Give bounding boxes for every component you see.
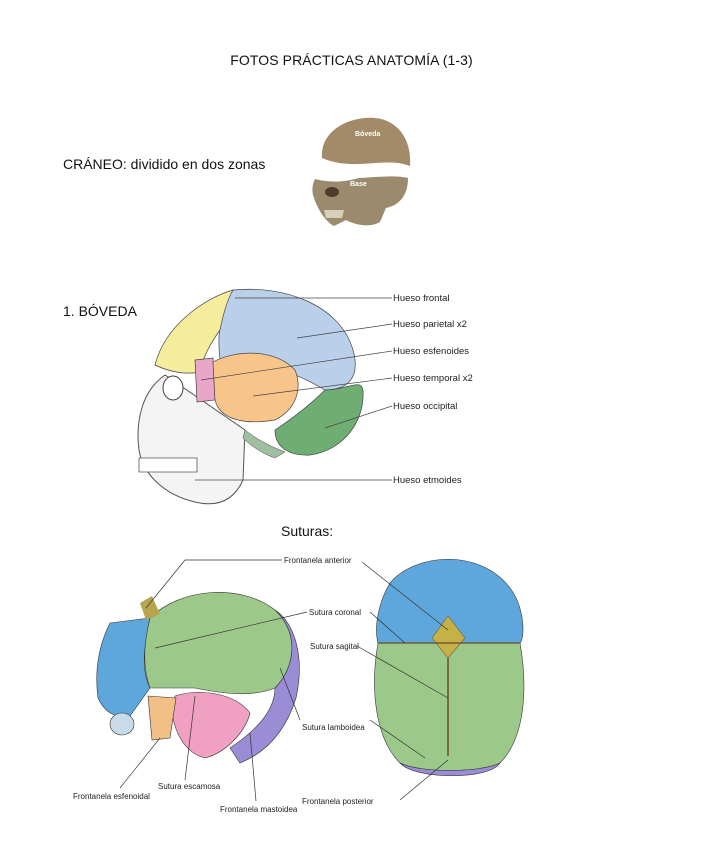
label-frontanela-posterior: Frontanela posterior <box>302 797 374 806</box>
label-hueso-occipital: Hueso occipital <box>393 401 457 412</box>
skull-lateral-figure: Hueso frontal Hueso parietal x2 Hueso es… <box>125 280 505 515</box>
vault-region <box>322 118 410 166</box>
parietal-bone <box>145 592 292 693</box>
teeth <box>139 458 197 472</box>
craneo-heading: CRÁNEO: dividido en dos zonas <box>63 156 265 172</box>
orbit <box>163 376 183 400</box>
label-frontanela-anterior: Frontanela anterior <box>284 556 352 565</box>
sutures-figure: Frontanela anterior Sutura coronal Sutur… <box>70 548 540 818</box>
teeth <box>324 210 344 218</box>
label-sutura-sagital: Sutura sagital <box>310 642 359 651</box>
label-sutura-coronal: Sutura coronal <box>309 608 361 617</box>
separation-cut <box>312 168 415 178</box>
orbit <box>325 187 339 197</box>
label-hueso-parietal: Hueso parietal x2 <box>393 319 467 330</box>
label-frontanela-esfenoidal: Frontanela esfenoidal <box>73 792 150 801</box>
suturas-heading: Suturas: <box>281 523 333 539</box>
label-hueso-etmoides: Hueso etmoides <box>393 475 462 486</box>
base-label: Base <box>350 181 367 188</box>
frontal-bone <box>97 618 150 716</box>
temporal-bone <box>213 353 298 422</box>
label-hueso-frontal: Hueso frontal <box>393 293 450 304</box>
label-sutura-lamboidea: Sutura lamboidea <box>302 723 365 732</box>
orbit <box>110 713 134 735</box>
label-hueso-esfenoides: Hueso esfenoides <box>393 346 469 357</box>
lateral-infant-skull <box>97 592 300 763</box>
label-hueso-temporal: Hueso temporal x2 <box>393 373 473 384</box>
parietal-bones <box>374 643 523 771</box>
sphenoid-bone <box>148 696 176 740</box>
skull-zones-figure: Bóveda Base <box>300 110 420 240</box>
page-title: FOTOS PRÁCTICAS ANATOMÍA (1-3) <box>0 52 703 68</box>
sphenoid-bone <box>195 358 215 402</box>
label-frontanela-mastoidea: Frontanela mastoidea <box>220 805 298 814</box>
superior-infant-skull <box>374 559 523 776</box>
boveda-label: Bóveda <box>355 131 380 138</box>
label-sutura-escamosa: Sutura escamosa <box>158 782 221 791</box>
